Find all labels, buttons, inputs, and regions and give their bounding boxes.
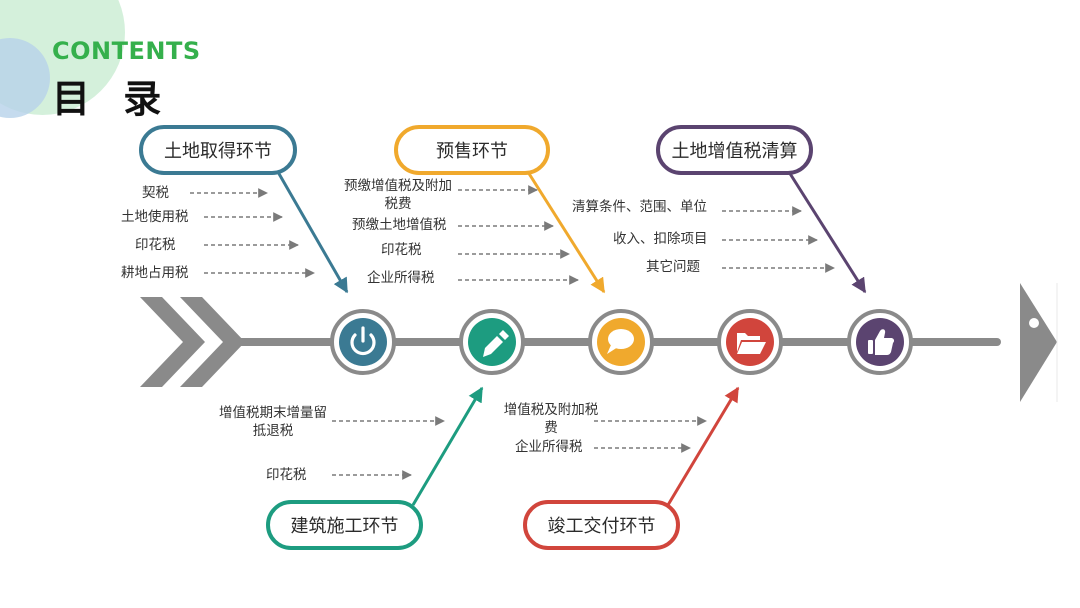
presale-item-lat: 预缴土地增值税 — [352, 217, 447, 233]
fish-eye-icon — [1029, 318, 1039, 328]
connector-construction — [411, 386, 484, 506]
node-folder[interactable] — [717, 309, 783, 375]
stage-presale-label: 预售环节 — [436, 141, 508, 162]
stage-completion-label: 竣工交付环节 — [547, 516, 656, 537]
stage-completion[interactable]: 竣工交付环节 — [523, 500, 680, 550]
stage-construction[interactable]: 建筑施工环节 — [266, 500, 423, 550]
thumbs-up-icon — [868, 329, 895, 355]
fish-head-icon — [1020, 283, 1057, 402]
stage-land-acquisition-label: 土地取得环节 — [164, 141, 272, 162]
node-speech[interactable] — [588, 309, 654, 375]
speech-bubble-icon — [607, 329, 634, 354]
settlement-item-other: 其它问题 — [646, 259, 700, 275]
connector-presale — [526, 171, 606, 294]
folder-icon — [737, 333, 766, 354]
construction-item-stamp-tax: 印花税 — [266, 467, 307, 483]
settlement-item-revenue: 收入、扣除项目 — [613, 231, 708, 247]
connector-settlement — [787, 171, 867, 294]
tail-chevron-icon — [140, 297, 205, 387]
stage-construction-label: 建筑施工环节 — [290, 516, 399, 537]
stage-presale[interactable]: 预售环节 — [394, 125, 550, 175]
node-thumbs-up[interactable] — [847, 309, 913, 375]
tail-chevron-icon — [180, 297, 245, 387]
power-icon — [350, 326, 376, 356]
land-item-deed-tax: 契税 — [142, 185, 169, 201]
connector-land — [276, 171, 349, 294]
construction-item-vat-refund: 增值税期末增量留抵退税 — [219, 405, 327, 439]
pencil-icon — [483, 330, 509, 357]
settlement-item-conditions: 清算条件、范围、单位 — [572, 199, 707, 215]
stage-lat-settlement[interactable]: 土地增值税清算 — [656, 125, 813, 175]
land-item-stamp-tax: 印花税 — [135, 237, 176, 253]
presale-item-vat: 预缴增值税及附加税费 — [344, 178, 452, 212]
title-english: CONTENTS — [52, 37, 201, 65]
presale-item-cit: 企业所得税 — [367, 270, 435, 286]
land-item-farmland-tax: 耕地占用税 — [121, 265, 189, 281]
presale-item-stamp-tax: 印花税 — [381, 242, 422, 258]
completion-item-vat: 增值税及附加税费 — [503, 402, 599, 436]
connector-completion — [666, 386, 740, 506]
land-item-land-use-tax: 土地使用税 — [121, 209, 189, 225]
completion-item-cit: 企业所得税 — [515, 439, 583, 455]
title-chinese: 目 录 — [52, 77, 172, 121]
stage-land-acquisition[interactable]: 土地取得环节 — [139, 125, 297, 175]
stage-lat-settlement-label: 土地增值税清算 — [671, 141, 798, 162]
node-pencil[interactable] — [459, 309, 525, 375]
node-power[interactable] — [330, 309, 396, 375]
